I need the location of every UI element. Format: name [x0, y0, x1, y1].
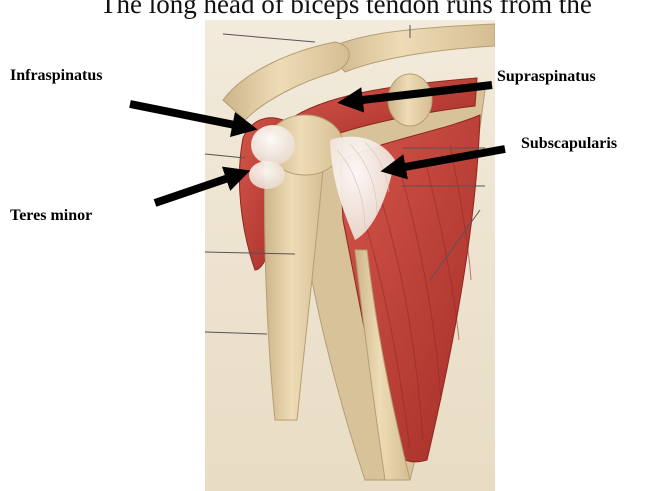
supraspinatus-arrow — [345, 85, 492, 102]
subscapularis-arrow — [388, 149, 505, 170]
teres-minor-arrow — [155, 173, 243, 203]
label-infraspinatus: Infraspinatus — [10, 67, 102, 85]
label-supraspinatus: Supraspinatus — [497, 68, 596, 86]
infraspinatus-arrow — [130, 104, 250, 128]
label-subscapularis: Subscapularis — [521, 135, 617, 153]
label-teres-minor: Teres minor — [10, 207, 92, 225]
